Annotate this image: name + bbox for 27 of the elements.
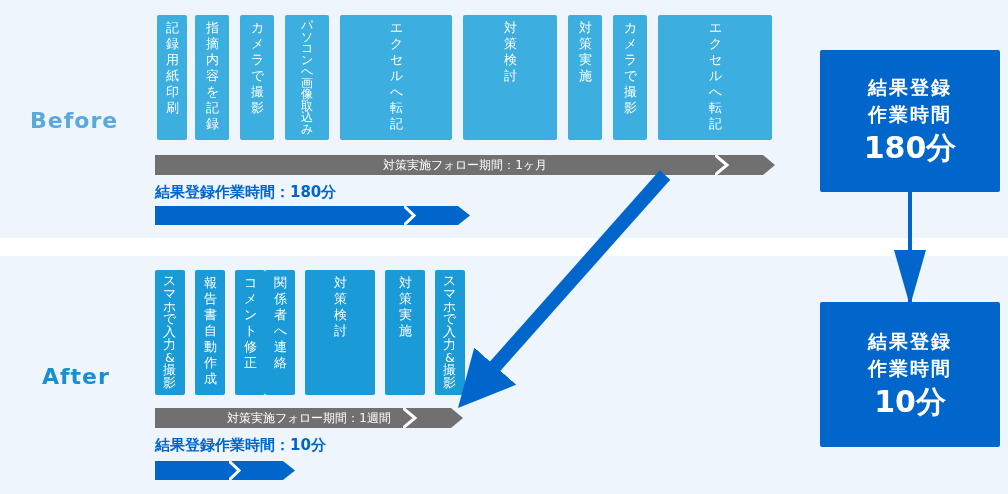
bar-heading: 結果登録作業時間：180分 (155, 183, 337, 202)
process-step-box: エクセルへ転記 (340, 15, 452, 140)
section-panel (0, 0, 1008, 238)
process-step-box: スマホで入力&撮影 (155, 270, 185, 395)
process-step-box: パソコンへ画像取込み (285, 15, 329, 140)
section-label: After (42, 364, 110, 389)
process-step-box: カメラで撮影 (613, 15, 647, 140)
timeline-arrow-bar: 対策実施フォロー期間：1週間 (155, 408, 463, 428)
bar-heading: 結果登録作業時間：10分 (155, 436, 326, 455)
process-step-box: 対策実施 (385, 270, 425, 395)
process-step-box: 報告書自動作成 (195, 270, 225, 395)
result-box: 結果登録作業時間 180分 (820, 50, 1000, 192)
process-step-box: カメラで撮影 (240, 15, 274, 140)
timeline-arrow-bar: 対策実施フォロー期間：1ヶ月 (155, 155, 775, 175)
process-step-box: 関係者へ連絡 (265, 270, 295, 395)
process-step-box: スマホで入力&撮影 (435, 270, 465, 395)
process-step-box: 指摘内容を記録 (195, 15, 229, 140)
arrow (458, 170, 671, 408)
process-step-box: 対策検討 (305, 270, 375, 395)
process-step-box: エクセルへ転記 (658, 15, 772, 140)
process-step-box: 記録用紙印刷 (157, 15, 187, 140)
result-box: 結果登録作業時間 10分 (820, 302, 1000, 447)
process-step-box: コメント修正 (235, 270, 265, 395)
section-panel (0, 256, 1008, 494)
process-step-box: 対策実施 (568, 15, 602, 140)
process-step-box: 対策検討 (463, 15, 557, 140)
section-label: Before (30, 108, 119, 133)
